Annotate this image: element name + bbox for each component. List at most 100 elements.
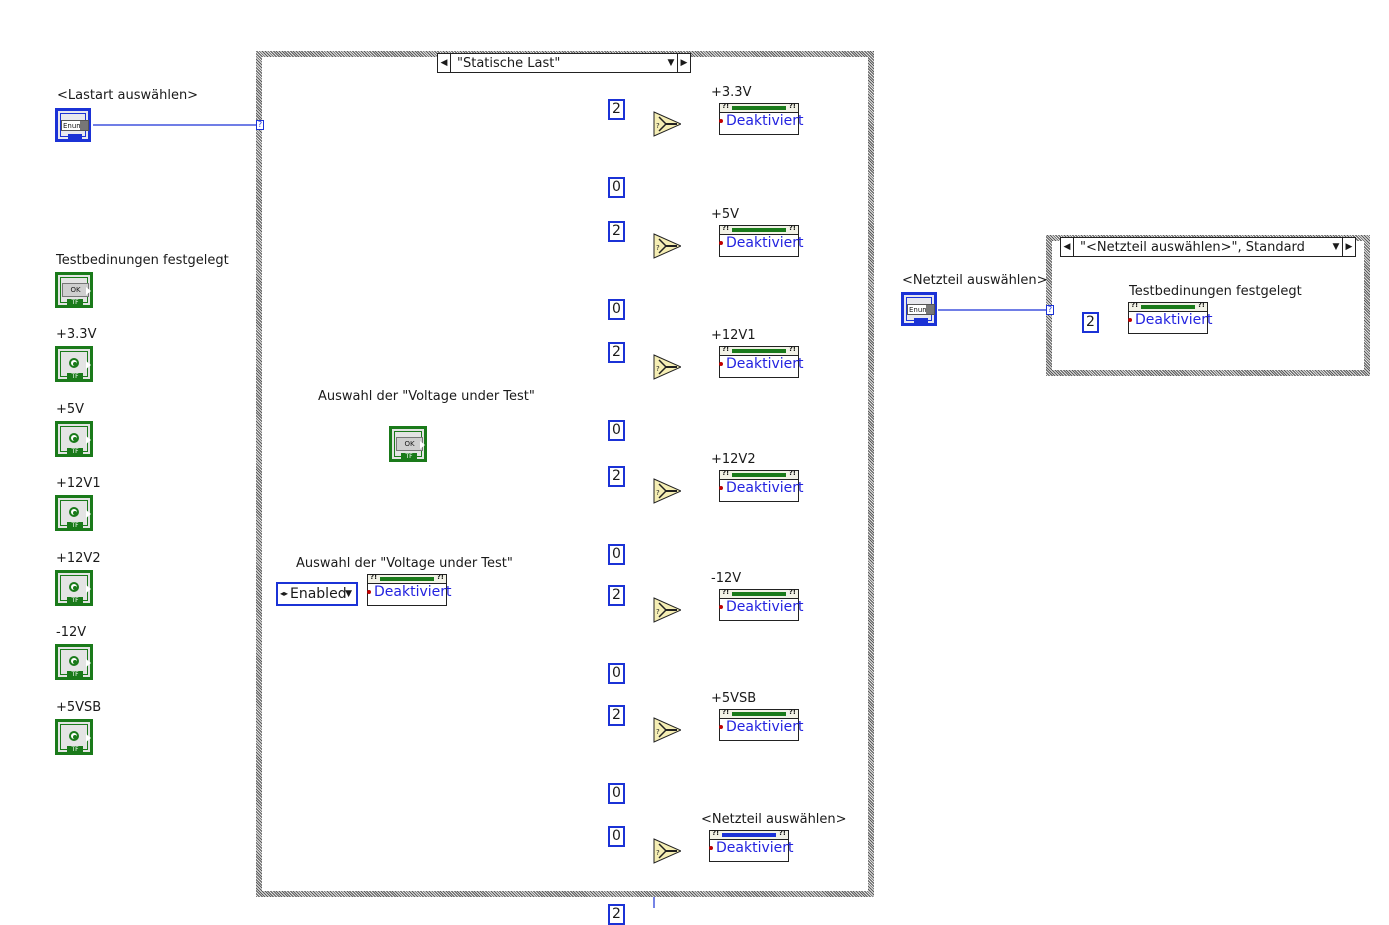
indicator-label: +5V [711,207,740,222]
voltage-test-bool-terminal[interactable]: OK TF [389,426,427,462]
select-function-icon[interactable]: ? [653,478,681,504]
case-selector-value: "<Netzteil auswählen>", Standard [1080,239,1305,255]
decrement-arrow-icon[interactable]: ◀ [1061,238,1074,256]
indicator-label: +3.3V [711,85,752,100]
lastart-label: <Lastart auswählen> [57,88,199,103]
increment-arrow-icon[interactable]: ▶ [1342,238,1355,256]
indicator-label: +12V2 [711,452,756,467]
increment-arrow-icon[interactable]: ▶ [677,54,690,72]
tf-badge: TF [67,746,83,753]
svg-text:?: ? [656,489,660,497]
bool-terminal[interactable]: TF [55,421,93,457]
true-constant[interactable]: 2 [608,221,625,242]
enum-type-label: Enum [907,304,935,315]
indicator-label: +12V1 [711,328,756,343]
false-constant[interactable]: 0 [608,420,625,441]
select-function-icon[interactable]: ? [653,354,681,380]
false-constant[interactable]: 0 [608,663,625,684]
enabled-ring-label: Auswahl der "Voltage under Test" [296,556,513,571]
enabled-ring-control[interactable]: ◂▸ Enabled ▼ [276,582,358,606]
tf-badge: TF [67,597,83,604]
output-arrow-icon [86,659,91,667]
decrement-arrow-icon[interactable]: ◀ [438,54,451,72]
select-function-icon[interactable]: ? [653,597,681,623]
tf-badge: TF [401,453,417,460]
false-constant[interactable]: 2 [608,904,625,925]
bool-label: -12V [56,625,87,640]
case-selector-tunnel: ? [1046,305,1054,315]
ok-button-glyph: OK [62,283,89,297]
property-node[interactable]: ?!?! Deaktiviert [719,588,804,621]
lastart-enum-terminal[interactable]: Enum [55,108,91,142]
property-node[interactable]: ?!?! Deaktiviert [719,708,804,741]
output-arrow-icon [86,585,91,593]
property-value: Deaktiviert [726,113,804,129]
property-value: Deaktiviert [374,584,452,600]
case-selector-netzteil[interactable]: ◀ "<Netzteil auswählen>", Standard ▼ ▶ [1060,237,1356,257]
select-function-icon[interactable]: ? [653,233,681,259]
bool-label: Testbedinungen festgelegt [56,253,229,268]
property-value: Deaktiviert [1135,312,1213,328]
bool-terminal[interactable]: TF [55,644,93,680]
led-icon [69,582,79,592]
bool-terminal[interactable]: TF [55,719,93,755]
netzteil-label: <Netzteil auswählen> [902,273,1048,288]
property-node[interactable]: ?!?! Deaktiviert [719,224,804,257]
tf-badge: TF [67,448,83,455]
enum-arrows-icon [68,134,82,140]
false-constant[interactable]: 0 [608,544,625,565]
property-node[interactable]: ?!?! Deaktiviert [719,345,804,378]
case2-property-node[interactable]: ?!?! Deaktiviert [1128,301,1213,334]
case-selector-value: "Statische Last" [457,55,561,71]
numeric-constant[interactable]: 2 [1082,312,1099,333]
false-constant[interactable]: 0 [608,783,625,804]
property-value: Deaktiviert [726,480,804,496]
voltage-test-label: Auswahl der "Voltage under Test" [318,389,535,404]
svg-text:?: ? [656,122,660,130]
led-icon [69,731,79,741]
property-node[interactable]: ?!?! Deaktiviert [719,469,804,502]
ring-value: Enabled [290,586,347,602]
case-selector-tunnel: ? [256,120,264,130]
netzteil-enum-terminal[interactable]: Enum [901,292,937,326]
false-constant[interactable]: 0 [608,299,625,320]
true-constant[interactable]: 2 [608,342,625,363]
led-icon [69,507,79,517]
true-constant[interactable]: 0 [608,826,625,847]
bool-terminal[interactable]: TF [55,570,93,606]
led-icon [69,656,79,666]
ok-button-glyph: OK [396,437,423,451]
enabled-property-node[interactable]: ?!?! Deaktiviert [367,573,452,606]
property-value: Deaktiviert [716,840,794,856]
svg-text:?: ? [656,244,660,252]
select-function-icon[interactable]: ? [653,838,681,864]
tf-badge: TF [67,373,83,380]
bool-terminal[interactable]: TF [55,495,93,531]
bool-terminal[interactable]: TF [55,346,93,382]
led-icon [69,433,79,443]
property-value: Deaktiviert [726,235,804,251]
true-constant[interactable]: 2 [608,705,625,726]
property-node[interactable]: ?!?! Deaktiviert [719,102,804,135]
select-function-icon[interactable]: ? [653,717,681,743]
case-selector-statische-last[interactable]: ◀ "Statische Last" ▼ ▶ [437,53,691,73]
output-arrow-icon [420,441,425,449]
output-arrow-icon [86,734,91,742]
chevron-down-icon: ▼ [345,589,352,599]
property-value: Deaktiviert [726,356,804,372]
select-function-icon[interactable]: ? [653,111,681,137]
output-arrow-icon [86,361,91,369]
true-constant[interactable]: 2 [608,466,625,487]
output-arrow-icon [86,436,91,444]
false-constant[interactable]: 0 [608,177,625,198]
indicator-label: -12V [711,571,742,586]
enum-type-label: Enum [61,120,89,131]
property-value: Deaktiviert [726,719,804,735]
chevron-down-icon[interactable]: ▼ [1332,242,1340,252]
chevron-down-icon[interactable]: ▼ [667,58,675,68]
indicator-label: +5VSB [711,691,757,706]
true-constant[interactable]: 2 [608,585,625,606]
property-node[interactable]: ?!?! Deaktiviert [709,829,794,862]
true-constant[interactable]: 2 [608,99,625,120]
